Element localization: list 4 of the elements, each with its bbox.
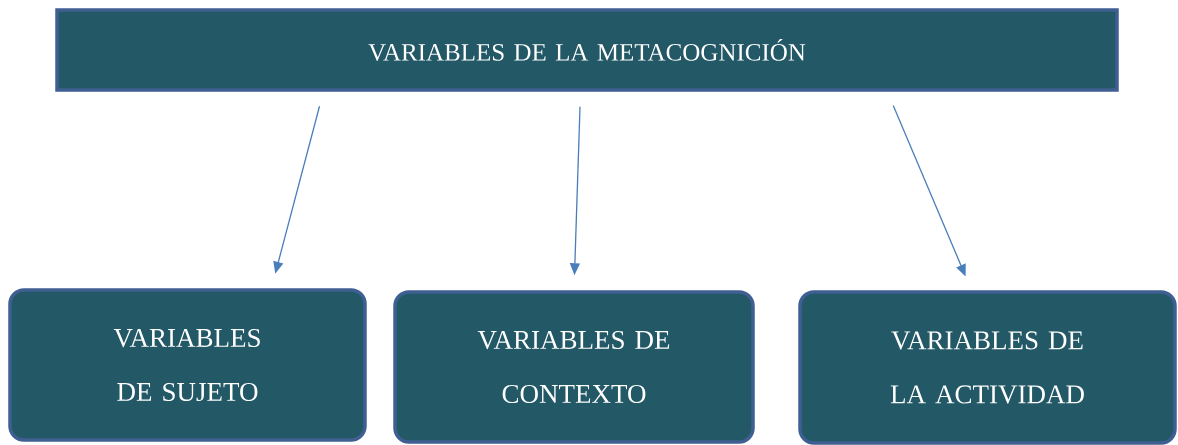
rounded-box: VARIABLES DE SUJETO (8, 288, 367, 442)
title-box: VARIABLES DE LA METACOGNICIÓN (55, 8, 1119, 92)
rounded-box: VARIABLES DE LA ACTIVIDAD (798, 290, 1177, 445)
rounded-box: VARIABLES DE CONTEXTO (393, 290, 755, 444)
